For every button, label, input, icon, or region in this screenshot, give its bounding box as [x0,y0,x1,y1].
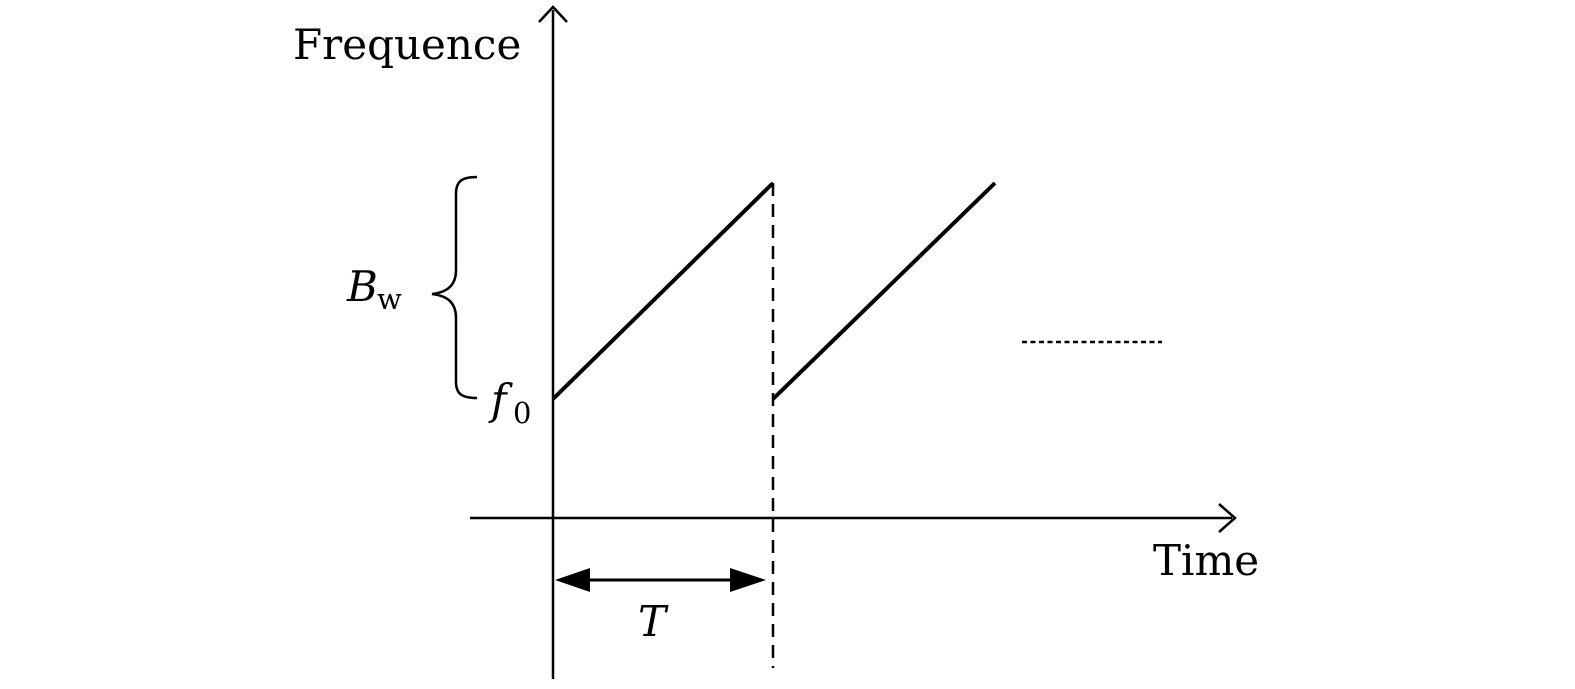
start-frequency-label-subscript: 0 [513,396,531,430]
chirp-ramp-1 [551,181,775,401]
y-axis-label: Frequence [293,20,521,69]
period-arrowhead-left [555,568,590,592]
bandwidth-label: B [346,262,378,311]
chirp-ramp-2 [771,181,997,401]
period-arrowhead-right [730,568,766,592]
period-label: T [638,597,669,646]
y-axis-arrowhead [538,5,568,23]
x-axis-label: Time [1153,536,1259,585]
x-axis-arrowhead [1218,503,1237,533]
bandwidth-label-subscript: w [377,282,402,316]
start-frequency-label: f [488,375,513,424]
bandwidth-brace [431,175,478,400]
